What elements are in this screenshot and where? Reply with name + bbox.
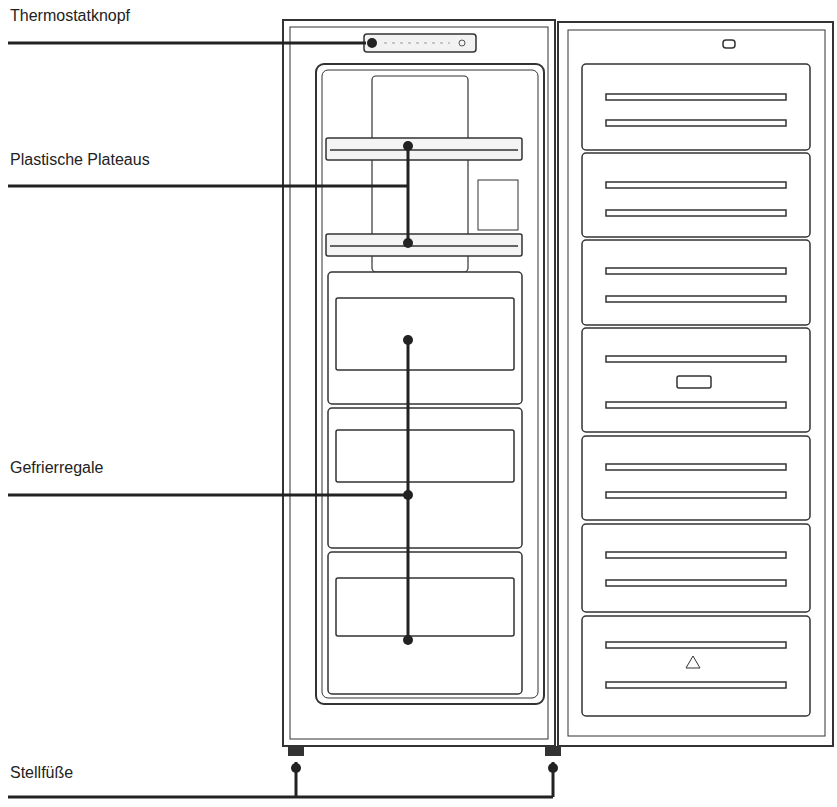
door-bins	[582, 328, 810, 432]
freezer-drawers	[336, 298, 514, 370]
door-bins	[582, 64, 810, 716]
door-bins	[582, 436, 810, 520]
plastic-shelves	[326, 138, 522, 160]
door-bins	[582, 153, 810, 237]
part-label: Stellfüße	[10, 763, 73, 783]
leader-lines	[403, 141, 413, 151]
cabinet-body	[283, 20, 555, 746]
control-panel	[364, 34, 476, 52]
cabinet-body	[478, 180, 518, 230]
leader-lines	[8, 796, 553, 799]
freezer-drawers	[328, 272, 522, 694]
cabinet-body	[283, 20, 555, 746]
leader-lines	[403, 238, 413, 248]
door-bins	[606, 210, 786, 216]
door-bins	[606, 552, 786, 558]
leader-lines	[367, 38, 377, 48]
cabinet-body	[290, 27, 548, 739]
part-label: Thermostatknopf	[10, 6, 130, 26]
door	[723, 40, 735, 48]
leader-lines	[8, 38, 558, 797]
door-bins	[606, 182, 786, 188]
door-bins	[606, 402, 786, 408]
cabinet-body	[316, 64, 544, 704]
door-bins	[606, 464, 786, 470]
leader-lines	[8, 42, 366, 45]
door	[568, 30, 825, 736]
door-bins	[606, 492, 786, 498]
control-panel	[459, 40, 465, 46]
door-bins	[582, 64, 810, 150]
door-bins	[686, 656, 700, 668]
leader-lines	[403, 335, 413, 345]
door-bins	[606, 268, 786, 274]
door-bins	[582, 240, 810, 325]
freezer-drawers	[328, 552, 522, 694]
leader-lines	[8, 185, 408, 188]
control-panel	[364, 34, 476, 52]
door-bins	[677, 376, 711, 388]
door-bins	[606, 580, 786, 586]
cabinet-body	[322, 70, 538, 698]
leader-lines	[403, 490, 413, 500]
door-bins	[606, 94, 786, 100]
plastic-shelves	[326, 234, 522, 256]
plastic-shelves	[330, 245, 518, 247]
door	[558, 22, 833, 746]
door-bins	[606, 642, 786, 648]
leader-lines	[403, 635, 413, 645]
door-bins	[606, 120, 786, 126]
plastic-shelves	[326, 138, 522, 256]
door-bins	[582, 524, 810, 612]
door-bins	[606, 356, 786, 362]
control-panel	[384, 43, 450, 44]
leader-lines	[8, 494, 408, 497]
leader-lines	[407, 146, 410, 243]
part-label: Plastische Plateaus	[10, 150, 150, 170]
freezer-drawers	[336, 430, 514, 482]
adjustable-feet	[545, 746, 561, 756]
freezer-drawers	[328, 408, 522, 548]
freezer-drawers	[328, 272, 522, 404]
plastic-shelves	[330, 149, 518, 151]
door-bins	[582, 616, 810, 716]
adjustable-feet	[288, 746, 561, 756]
door	[558, 22, 833, 746]
leader-lines	[291, 763, 301, 773]
adjustable-feet	[288, 746, 304, 756]
door-bins	[606, 682, 786, 688]
part-label: Gefrierregale	[10, 458, 103, 478]
freezer-drawers	[336, 578, 514, 636]
leader-lines	[548, 763, 558, 773]
door-bins	[606, 296, 786, 302]
